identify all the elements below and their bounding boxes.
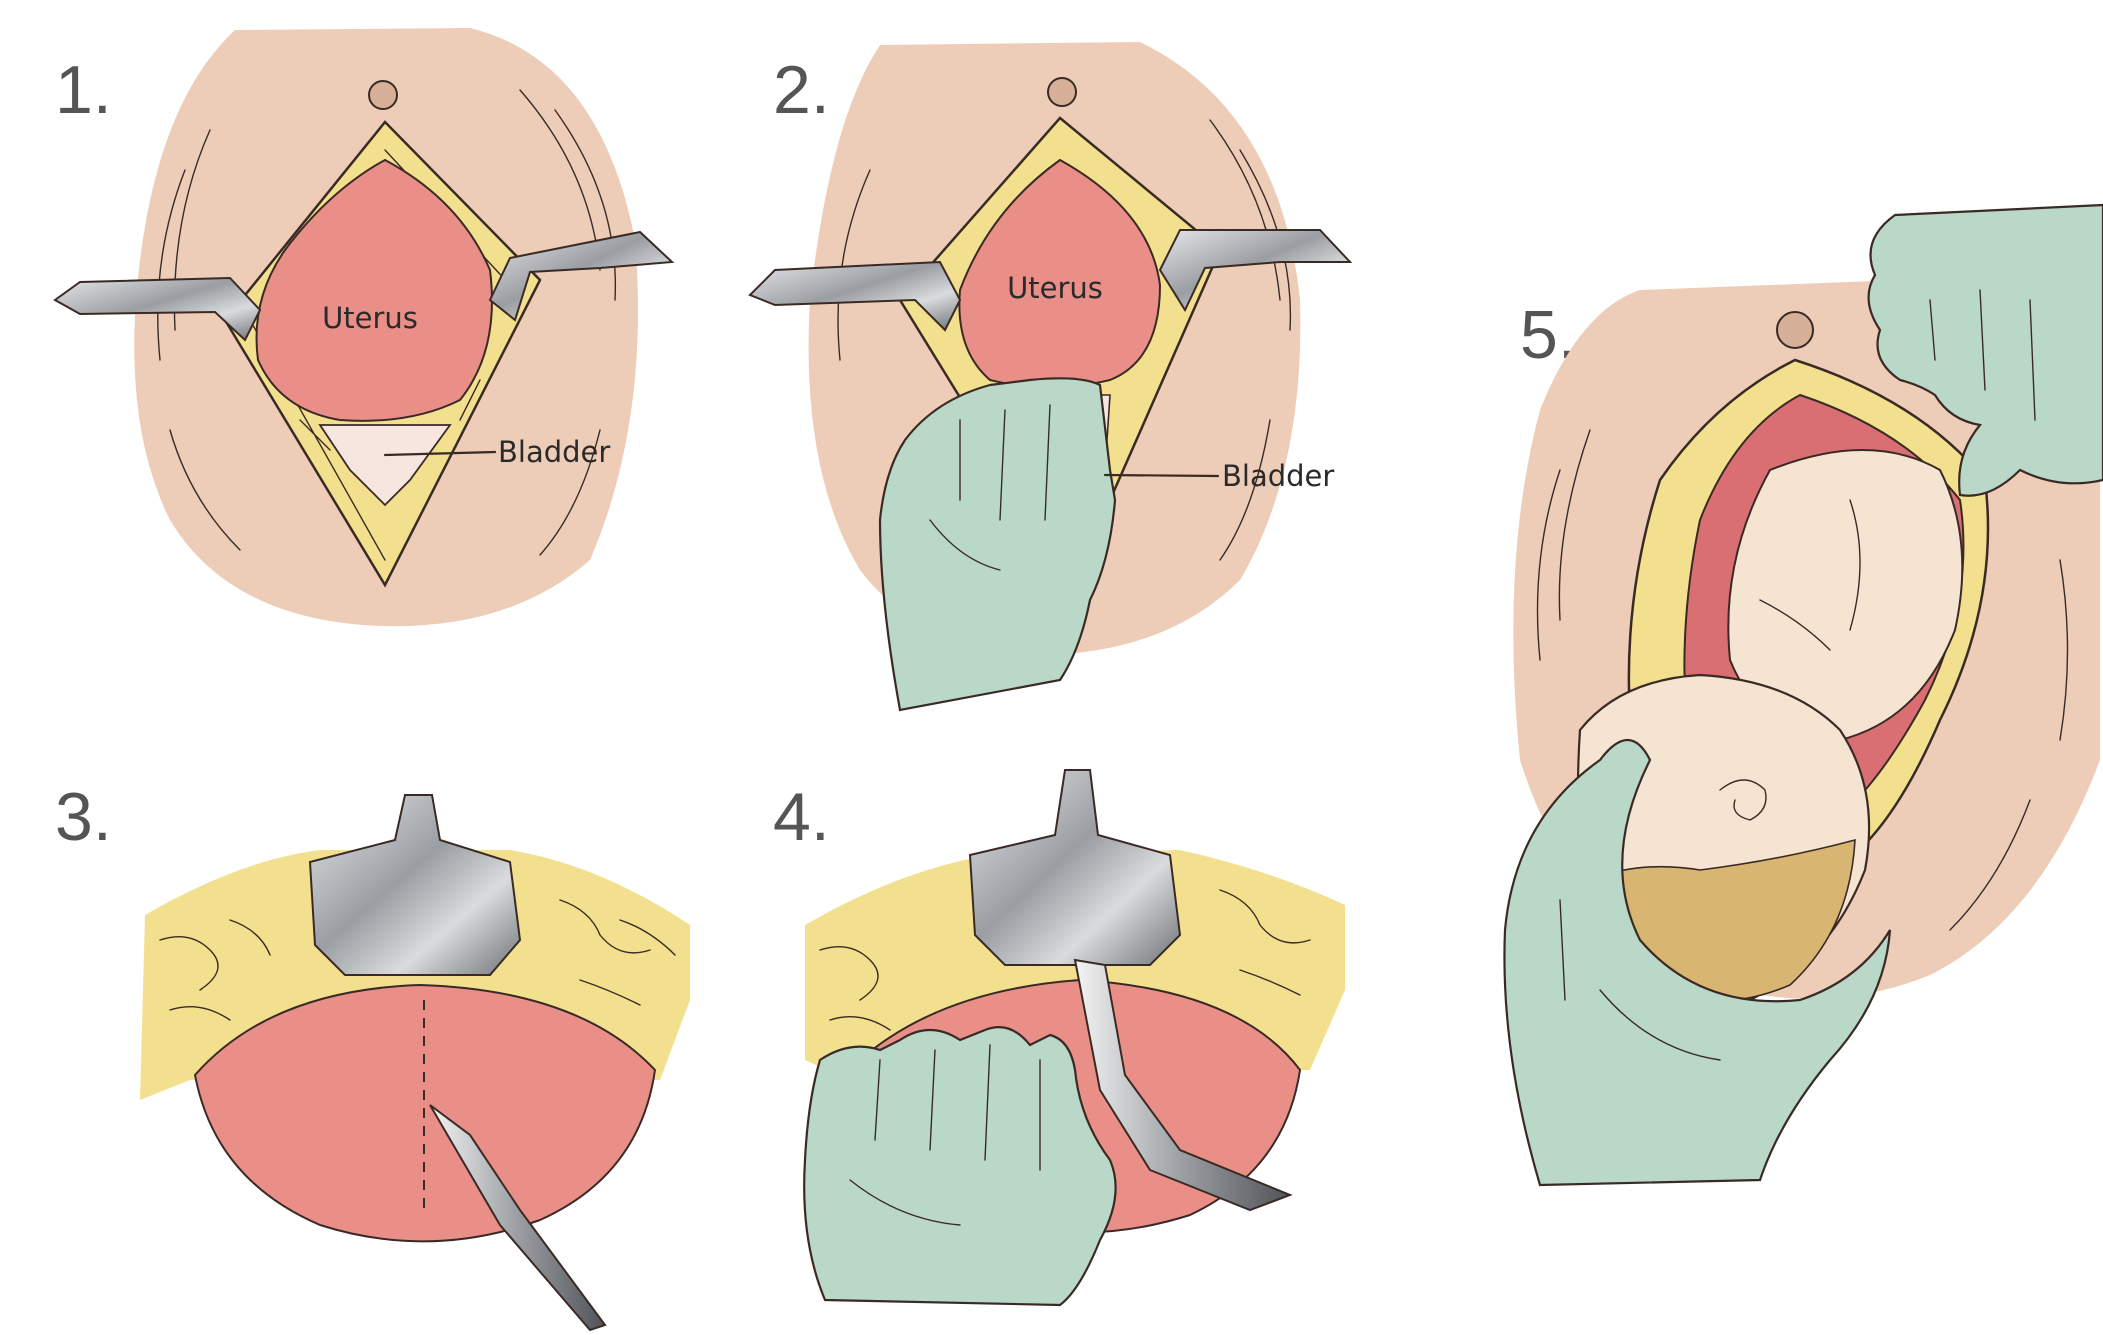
gloved-hand-icon bbox=[804, 1027, 1115, 1305]
step-number-3: 3. bbox=[55, 779, 112, 855]
bladder-leader-line bbox=[1105, 475, 1218, 476]
panel-3: 3. bbox=[55, 779, 690, 1330]
gloved-hand-icon bbox=[880, 378, 1115, 710]
uterus-label: Uterus bbox=[1007, 271, 1103, 305]
bladder-retractor bbox=[970, 770, 1180, 965]
navel-icon bbox=[1777, 312, 1813, 348]
panel-5: 5. bbox=[1504, 205, 2103, 1185]
navel-icon bbox=[369, 81, 397, 109]
uterus-label: Uterus bbox=[322, 301, 418, 335]
panel-4: 4. bbox=[773, 770, 1345, 1305]
navel-icon bbox=[1048, 78, 1076, 106]
step-number-1: 1. bbox=[55, 52, 112, 128]
bladder-label: Bladder bbox=[498, 435, 610, 469]
step-number-2: 2. bbox=[773, 52, 830, 128]
bladder-label: Bladder bbox=[1222, 459, 1334, 493]
panel-2: 2. Uterus Bladder bbox=[750, 42, 1350, 710]
step-number-4: 4. bbox=[773, 779, 830, 855]
bladder-retractor bbox=[310, 795, 520, 975]
panel-1: 1. Uterus Bladder bbox=[55, 28, 672, 626]
